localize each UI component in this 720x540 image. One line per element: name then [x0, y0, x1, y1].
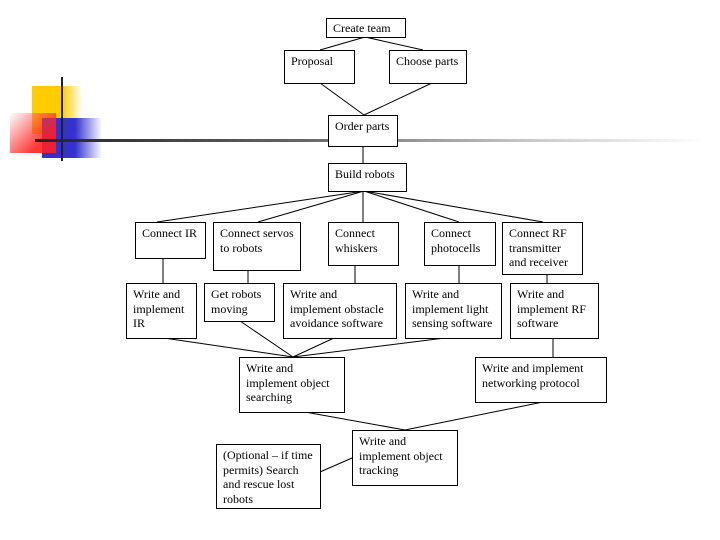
node-choose-parts: Choose parts [389, 50, 467, 84]
decor-vertical-rule [61, 77, 63, 161]
node-write-ir: Write and implement IR [126, 283, 197, 339]
node-connect-whiskers: Connect whiskers [328, 222, 399, 266]
node-proposal: Proposal [284, 50, 355, 84]
decor-red-square [10, 113, 56, 153]
node-build-robots: Build robots [328, 163, 407, 192]
node-get-robots-moving: Get robots moving [204, 283, 275, 322]
node-connect-photocells: Connect photocells [424, 222, 496, 266]
node-connect-ir: Connect IR [135, 222, 206, 259]
node-search-rescue: (Optional – if time permits) Search and … [216, 444, 321, 509]
node-create-team: Create team [326, 18, 406, 38]
node-connect-servos: Connect servos to robots [213, 222, 301, 271]
node-object-searching: Write and implement object searching [239, 357, 345, 413]
node-connect-rf: Connect RF transmitter and receiver [502, 222, 583, 275]
node-write-light: Write and implement light sensing softwa… [405, 283, 502, 339]
node-write-obstacle: Write and implement obstacle avoidance s… [283, 283, 397, 339]
node-order-parts: Order parts [328, 115, 398, 147]
node-object-tracking: Write and implement object tracking [352, 430, 458, 486]
node-write-rf: Write and implement RF software [510, 283, 599, 339]
node-networking-protocol: Write and implement networking protocol [475, 357, 607, 403]
